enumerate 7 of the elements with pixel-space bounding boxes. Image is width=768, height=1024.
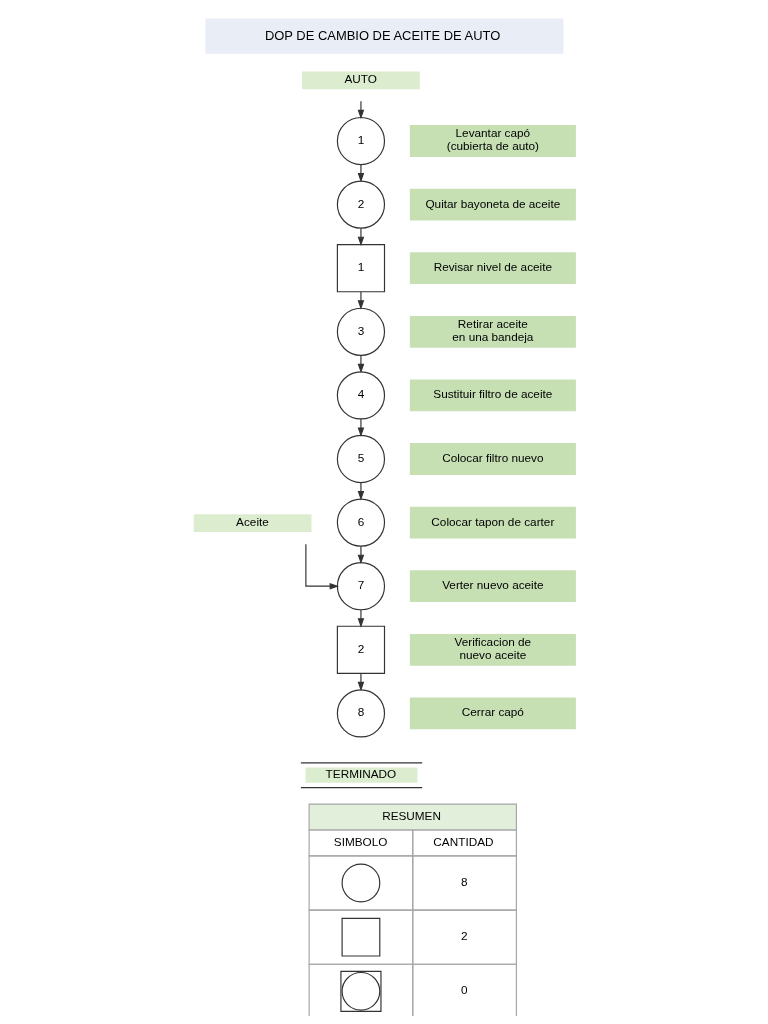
label: RESUMEN: [381, 808, 441, 822]
label: 8: [460, 874, 468, 888]
label: CANTIDAD: [432, 834, 494, 848]
label: SIMBOLO: [333, 834, 387, 848]
label: 0: [460, 983, 468, 997]
diagram-title: DOP DE CAMBIO DE ACEITE DE AUTO: [264, 27, 500, 43]
label: 2: [460, 929, 468, 943]
